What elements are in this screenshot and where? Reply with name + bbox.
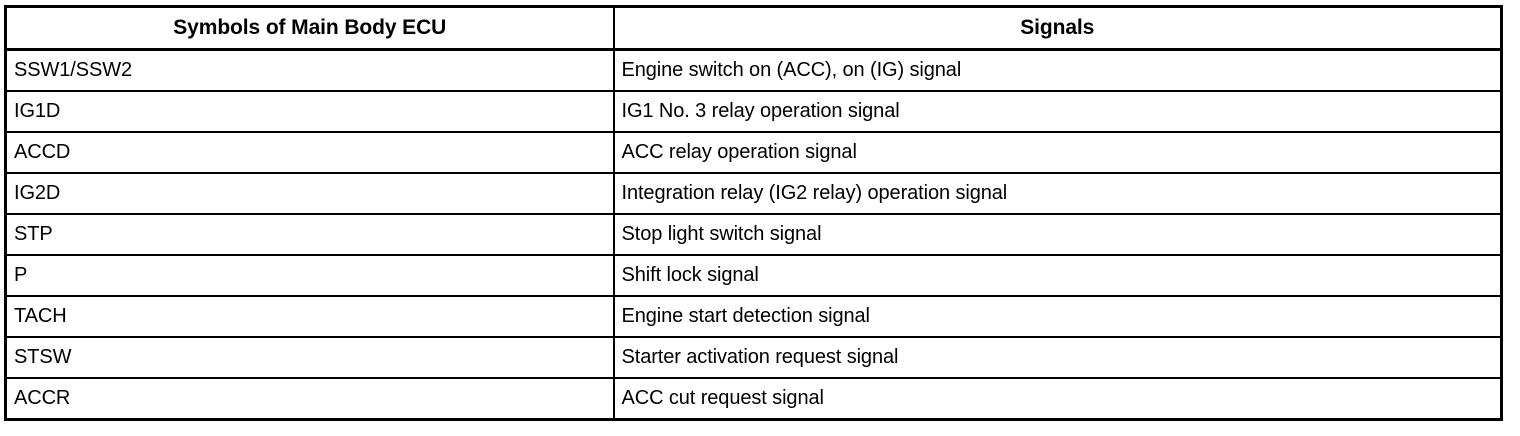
cell-symbol: P bbox=[4, 255, 615, 297]
cell-symbol: TACH bbox=[4, 296, 615, 338]
cell-signal: ACC cut request signal bbox=[613, 378, 1503, 421]
cell-symbol: ACCD bbox=[4, 132, 615, 174]
cell-signal: Stop light switch signal bbox=[613, 214, 1503, 256]
table-header-row: Symbols of Main Body ECU Signals bbox=[4, 5, 1503, 51]
ecu-signals-table: Symbols of Main Body ECU Signals SSW1/SS… bbox=[4, 5, 1503, 421]
cell-symbol: IG1D bbox=[4, 91, 615, 133]
table-row: STP Stop light switch signal bbox=[4, 214, 1503, 256]
cell-symbol: SSW1/SSW2 bbox=[4, 49, 615, 92]
column-header-symbol: Symbols of Main Body ECU bbox=[4, 5, 615, 51]
table-row: ACCD ACC relay operation signal bbox=[4, 132, 1503, 174]
table-row: STSW Starter activation request signal bbox=[4, 337, 1503, 379]
column-header-signal: Signals bbox=[613, 5, 1503, 51]
cell-symbol: IG2D bbox=[4, 173, 615, 215]
table-row: ACCR ACC cut request signal bbox=[4, 378, 1503, 421]
cell-symbol: STP bbox=[4, 214, 615, 256]
table-row: IG2D Integration relay (IG2 relay) opera… bbox=[4, 173, 1503, 215]
table-body: SSW1/SSW2 Engine switch on (ACC), on (IG… bbox=[4, 49, 1503, 421]
table-header: Symbols of Main Body ECU Signals bbox=[4, 5, 1503, 51]
table-row: IG1D IG1 No. 3 relay operation signal bbox=[4, 91, 1503, 133]
table-row: TACH Engine start detection signal bbox=[4, 296, 1503, 338]
cell-signal: Engine start detection signal bbox=[613, 296, 1503, 338]
cell-signal: Shift lock signal bbox=[613, 255, 1503, 297]
cell-signal: ACC relay operation signal bbox=[613, 132, 1503, 174]
cell-signal: Engine switch on (ACC), on (IG) signal bbox=[613, 49, 1503, 92]
cell-signal: Starter activation request signal bbox=[613, 337, 1503, 379]
cell-signal: Integration relay (IG2 relay) operation … bbox=[613, 173, 1503, 215]
cell-symbol: ACCR bbox=[4, 378, 615, 421]
cell-symbol: STSW bbox=[4, 337, 615, 379]
table-row: P Shift lock signal bbox=[4, 255, 1503, 297]
table-row: SSW1/SSW2 Engine switch on (ACC), on (IG… bbox=[4, 49, 1503, 92]
cell-signal: IG1 No. 3 relay operation signal bbox=[613, 91, 1503, 133]
